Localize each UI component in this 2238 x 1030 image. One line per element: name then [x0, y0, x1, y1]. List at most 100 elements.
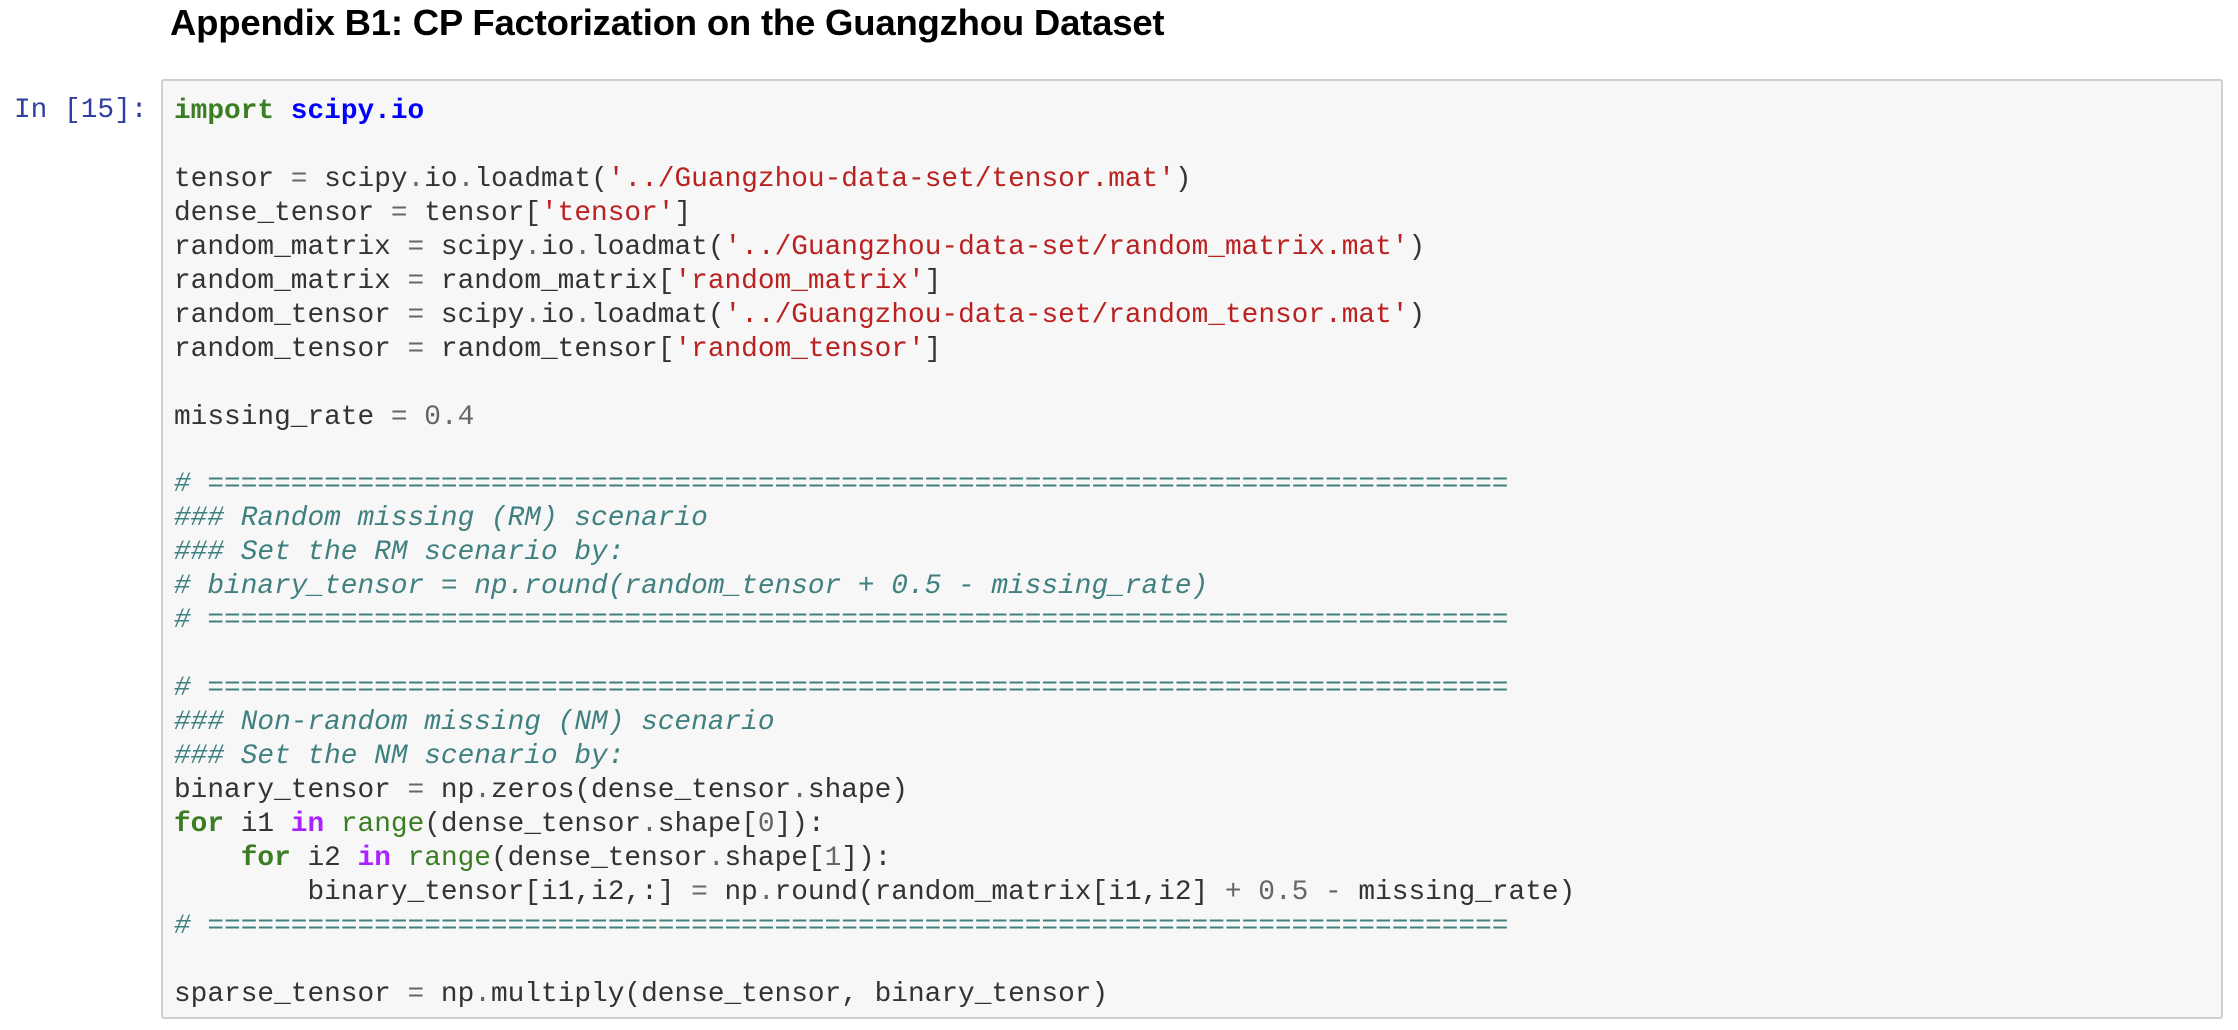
text-token: scipy: [424, 231, 525, 263]
code-content[interactable]: import scipy.io tensor = scipy.io.loadma…: [174, 95, 1575, 1012]
text-token: binary_tensor[i1,i2,:]: [174, 876, 692, 908]
text-token: ): [1408, 231, 1426, 263]
text-token: ): [1174, 163, 1192, 195]
code-line: binary_tensor = np.zeros(dense_tensor.sh…: [174, 774, 1575, 808]
operator-token: .: [574, 299, 592, 331]
operator-token: =: [691, 876, 708, 908]
input-prompt: In [15]:: [14, 95, 148, 126]
text-token: zeros(dense_tensor: [490, 775, 792, 807]
comment-token: # ======================================…: [174, 605, 1509, 637]
builtin-token: range: [407, 842, 491, 874]
builtin-token: range: [340, 809, 425, 841]
text-token: [174, 843, 241, 874]
number-token: 0: [757, 809, 775, 841]
operator-token: =: [407, 231, 425, 263]
text-token: np: [707, 876, 758, 908]
text-token: io: [541, 299, 575, 331]
operator-token: .: [474, 775, 491, 807]
text-token: random_tensor[: [424, 333, 675, 365]
code-line: [174, 129, 1575, 163]
text-token: np: [424, 978, 475, 1010]
section-heading: Appendix B1: CP Factorization on the Gua…: [170, 2, 1165, 43]
code-line: import scipy.io: [174, 95, 1575, 129]
text-token: sparse_tensor: [174, 978, 408, 1010]
text-token: [1242, 877, 1259, 908]
text-token: round(random_matrix[i1,i2]: [774, 876, 1225, 908]
text-token: (dense_tensor: [424, 809, 642, 841]
operator-token: +: [1224, 876, 1242, 908]
code-line: # binary_tensor = np.round(random_tensor…: [174, 570, 1575, 604]
text-token: i1: [224, 809, 291, 841]
number-token: 0.4: [424, 401, 475, 433]
text-token: shape[: [724, 842, 825, 874]
code-line: random_matrix = scipy.io.loadmat('../Gua…: [174, 231, 1575, 265]
namespace-token: scipy.io: [290, 96, 425, 127]
text-token: np: [424, 775, 475, 807]
code-line: # ======================================…: [174, 910, 1575, 944]
code-line: tensor = scipy.io.loadmat('../Guangzhou-…: [174, 163, 1575, 197]
operator-word-token: in: [357, 842, 391, 874]
text-token: missing_rate: [174, 401, 391, 433]
text-token: ]: [924, 333, 942, 365]
text-token: tensor[: [407, 197, 541, 229]
code-line: random_tensor = random_tensor['random_te…: [174, 333, 1575, 367]
text-token: ): [1408, 299, 1426, 331]
operator-token: =: [390, 401, 408, 433]
text-token: scipy: [424, 299, 525, 331]
operator-token: -: [1325, 876, 1342, 908]
operator-token: .: [574, 231, 592, 263]
code-editor[interactable]: import scipy.io tensor = scipy.io.loadma…: [161, 79, 2223, 1019]
text-token: ]):: [841, 842, 892, 874]
code-line: ### Non-random missing (NM) scenario: [174, 706, 1575, 740]
string-token: '../Guangzhou-data-set/random_matrix.mat…: [724, 231, 1409, 263]
text-token: ]: [674, 197, 692, 229]
text-token: (dense_tensor: [490, 842, 708, 874]
text-token: i2: [290, 842, 358, 874]
operator-token: .: [474, 978, 491, 1010]
comment-token: ### Set the RM scenario by:: [174, 537, 625, 569]
text-token: missing_rate): [1341, 876, 1576, 908]
text-token: shape[: [657, 809, 758, 841]
code-line: ### Set the RM scenario by:: [174, 536, 1575, 570]
text-token: multiply(dense_tensor, binary_tensor): [490, 978, 1109, 1010]
code-line: missing_rate = 0.4: [174, 401, 1575, 435]
operator-token: =: [407, 299, 425, 331]
keyword-token: for: [240, 842, 291, 874]
operator-token: .: [707, 842, 725, 874]
operator-token: =: [407, 265, 425, 297]
text-token: [391, 843, 408, 874]
comment-token: ### Non-random missing (NM) scenario: [174, 707, 775, 739]
number-token: 0.5: [1258, 876, 1309, 908]
comment-token: # binary_tensor = np.round(random_tensor…: [174, 571, 1209, 603]
text-token: [274, 96, 291, 127]
text-token: io: [541, 231, 575, 263]
string-token: '../Guangzhou-data-set/tensor.mat': [607, 163, 1175, 195]
text-token: random_tensor: [174, 333, 408, 365]
operator-token: .: [524, 299, 542, 331]
text-token: [1308, 877, 1325, 908]
keyword-token: for: [174, 809, 225, 841]
text-token: tensor: [174, 163, 291, 195]
text-token: [408, 402, 425, 433]
text-token: ]: [924, 265, 942, 297]
text-token: random_matrix[: [424, 265, 675, 297]
text-token: loadmat(: [591, 299, 725, 331]
code-line: for i1 in range(dense_tensor.shape[0]):: [174, 808, 1575, 842]
operator-token: .: [457, 163, 475, 195]
code-line: # ======================================…: [174, 604, 1575, 638]
string-token: '../Guangzhou-data-set/random_tensor.mat…: [724, 299, 1409, 331]
operator-token: .: [641, 809, 658, 841]
operator-word-token: in: [290, 809, 325, 841]
string-token: 'tensor': [541, 197, 675, 229]
operator-token: .: [524, 231, 542, 263]
code-line: [174, 944, 1575, 978]
text-token: binary_tensor: [174, 775, 408, 807]
text-token: loadmat(: [474, 163, 608, 195]
operator-token: =: [407, 333, 425, 365]
code-line: [174, 435, 1575, 469]
text-token: shape): [807, 775, 909, 807]
code-line: # ======================================…: [174, 468, 1575, 502]
comment-token: # ======================================…: [174, 910, 1509, 942]
text-token: random_tensor: [174, 299, 408, 331]
operator-token: .: [407, 163, 425, 195]
